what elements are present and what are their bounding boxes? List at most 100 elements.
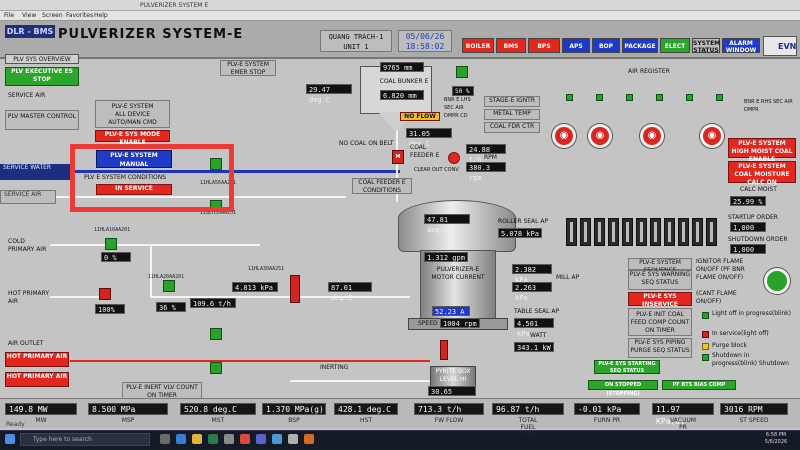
hot-air-valve[interactable] bbox=[99, 288, 111, 300]
metal-temp-button[interactable]: METAL TEMP bbox=[484, 109, 540, 120]
piping-purge-box[interactable]: PLV-E SYS PIPING PURGE SEQ STATUS bbox=[628, 338, 692, 358]
app-icon-6[interactable] bbox=[288, 434, 298, 444]
service-water-valve[interactable] bbox=[210, 158, 222, 170]
bunker-flow-temp: 31.05 deg.C bbox=[406, 128, 452, 148]
burner-e4[interactable]: E4◉ bbox=[700, 124, 724, 148]
register-damper-6[interactable] bbox=[716, 94, 723, 101]
valve-tag-3: 11HLA10AA201 bbox=[94, 227, 131, 233]
feed-timer-box[interactable]: PLV-E INIT COAL FEED COMP COUNT ON TIMER bbox=[628, 308, 692, 336]
nav-alarm-window-button[interactable]: ALARM WINDOW bbox=[722, 38, 760, 54]
app-icon-5[interactable] bbox=[272, 434, 282, 444]
nav-bms-button[interactable]: BMS bbox=[496, 38, 526, 53]
register-damper-2[interactable] bbox=[596, 94, 603, 101]
feeder-motor[interactable]: M bbox=[392, 150, 404, 164]
primary-air-damper[interactable] bbox=[290, 275, 300, 303]
register-damper-3[interactable] bbox=[626, 94, 633, 101]
app-icon-4[interactable] bbox=[256, 434, 266, 444]
pyrite-gate[interactable] bbox=[440, 340, 448, 360]
mill-dp-2-value: 2.263 kPa bbox=[512, 282, 552, 302]
warning-seq-box[interactable]: PLV-E SYS WARNING SEQ STATUS bbox=[628, 270, 692, 290]
coal-feeder-ctr-button[interactable]: COAL FDR CTR bbox=[484, 122, 540, 133]
bottom-value-total-fuel-flow: 96.87 t/h bbox=[492, 403, 564, 415]
bottom-value-bsp: 1.370 MPa(g) bbox=[262, 403, 326, 415]
starting-seq-status[interactable]: PLV-E SYS STARTING SEQ STATUS bbox=[594, 360, 660, 374]
bottom-caption-msp: MSP bbox=[121, 417, 135, 424]
explorer-icon[interactable] bbox=[192, 434, 202, 444]
app-icon-1[interactable] bbox=[208, 434, 218, 444]
app-icon-2[interactable] bbox=[224, 434, 234, 444]
menu-screen[interactable]: Screen bbox=[42, 12, 63, 19]
menu-help[interactable]: Help bbox=[94, 12, 108, 19]
cold-air-valve[interactable] bbox=[105, 238, 117, 250]
nav-boiler-button[interactable]: BOILER bbox=[462, 38, 494, 53]
burner-e3[interactable]: E3◉ bbox=[640, 124, 664, 148]
startup-order-label: STARTUP ORDER bbox=[728, 214, 778, 221]
menu-file[interactable]: File bbox=[4, 12, 15, 19]
executive-stop-button[interactable]: PLV EXECUTIVE ES STOP bbox=[5, 67, 79, 86]
register-damper-4[interactable] bbox=[656, 94, 663, 101]
high-moist-button[interactable]: PLV-E SYSTEM HIGH MOIST COAL ENABLE bbox=[728, 138, 796, 163]
hot-air-row-2[interactable]: HOT PRIMARY AIR bbox=[5, 372, 69, 387]
start-icon[interactable] bbox=[5, 434, 15, 444]
bottom-value-st-speed: 3016 RPM bbox=[720, 403, 788, 415]
nav-package-button[interactable]: PACKAGE bbox=[622, 38, 658, 53]
sys-mode-button[interactable]: PLV-E SYS MODE ENABLE bbox=[95, 130, 170, 146]
feeder-conditions-button[interactable]: COAL FEEDER E CONDITIONS bbox=[352, 178, 412, 194]
menu-view[interactable]: View bbox=[22, 12, 37, 19]
bunker-outlet-valve[interactable] bbox=[456, 66, 468, 78]
indicator-10 bbox=[692, 218, 703, 246]
feeder-rotor[interactable] bbox=[448, 152, 460, 164]
motor-current-value: 52.23 A bbox=[432, 306, 470, 316]
highlight-annotation bbox=[70, 144, 234, 212]
legend-shutdown: Shutdown in progress(blink) Shutdown bbox=[712, 352, 789, 367]
taskbar-clock[interactable]: 6:58 PM 5/6/2026 bbox=[756, 432, 796, 446]
app-icon-3[interactable] bbox=[240, 434, 250, 444]
register-damper-5[interactable] bbox=[686, 94, 693, 101]
burner-e1[interactable]: E1◉ bbox=[552, 124, 576, 148]
hot-air-label: HOT PRIMARY AIR bbox=[8, 290, 50, 305]
nav-bps-button[interactable]: BPS bbox=[528, 38, 560, 53]
system-conditions-label: PLV E SYSTEM CONDITIONS bbox=[84, 174, 167, 181]
moisture-calc-button[interactable]: PLV-E SYSTEM COAL MOISTURE CALC ON bbox=[728, 161, 796, 186]
taskbar-search[interactable]: Type here to search bbox=[20, 433, 150, 446]
mixing-damper[interactable] bbox=[163, 280, 175, 292]
device-panel[interactable]: PLV-E SYSTEM ALL DEVICE AUTO/MAN CMD bbox=[95, 100, 170, 128]
inert-valve-2[interactable] bbox=[210, 362, 222, 374]
bottom-caption-hst: HST bbox=[360, 417, 372, 424]
hot-air-row-1[interactable]: HOT PRIMARY AIR bbox=[5, 352, 69, 367]
inerting-label: INERTING bbox=[320, 364, 349, 371]
nav-bop-button[interactable]: BOP bbox=[592, 38, 620, 53]
inert-valve-1[interactable] bbox=[210, 328, 222, 340]
menu-favorites[interactable]: Favorites bbox=[66, 12, 94, 19]
overview-button[interactable]: PLV SYS OVERVIEW bbox=[5, 54, 79, 64]
table-seal-label: TABLE SEAL AP bbox=[514, 308, 560, 315]
no-coal-label: NO COAL ON BELT bbox=[339, 140, 394, 147]
bottom-value-furn-pr: -0.01 kPa bbox=[574, 403, 640, 415]
nav-aps-button[interactable]: APS bbox=[562, 38, 590, 53]
mill-motor-label: PULVERIZER-E MOTOR CURRENT bbox=[428, 266, 488, 284]
nav-system-status-button[interactable]: SYSTEM STATUS bbox=[692, 38, 721, 54]
app-icon-7[interactable] bbox=[304, 434, 314, 444]
master-control-box[interactable]: PLV MASTER CONTROL bbox=[5, 110, 79, 130]
time-readout: 18:58:02 bbox=[405, 42, 445, 51]
edge-icon[interactable] bbox=[176, 434, 186, 444]
pf-bias-status: PF BTS BIAS COMP bbox=[662, 380, 736, 390]
burner-e2[interactable]: E2◉ bbox=[588, 124, 612, 148]
nav-elect-button[interactable]: ELECT bbox=[660, 38, 690, 53]
sequence-button[interactable]: PLV-E SYSTEM SEQUENCE bbox=[628, 258, 692, 274]
menu-bar: File View Screen Favorites Help bbox=[0, 11, 800, 21]
system-mode-indicator[interactable]: PLV-E SYSTEM MANUAL bbox=[96, 150, 172, 168]
system-mode-label: PLV-E SYSTEM bbox=[110, 152, 158, 159]
service-air-2-label: SERVICE AIR bbox=[0, 190, 56, 204]
in-service-button[interactable]: IN SERVICE bbox=[96, 184, 172, 195]
rpm-label: RPM bbox=[484, 154, 497, 161]
stage-ignitor-button[interactable]: STAGE-E IGNTR bbox=[484, 96, 540, 107]
hot-air-damper-value: 100% bbox=[95, 304, 125, 314]
emergency-stop-box[interactable]: PLV-E SYSTEM EMER STOP bbox=[220, 60, 276, 76]
primary-air-pressure-value: 4.813 kPa bbox=[232, 282, 278, 292]
air-register-label: AIR REGISTER bbox=[628, 68, 670, 75]
coal-moisture-label: CALC MOIST bbox=[740, 186, 777, 193]
inservice-button[interactable]: PLV-E SYS INSERVICE bbox=[628, 292, 692, 308]
register-damper-1[interactable] bbox=[566, 94, 573, 101]
task-view-icon[interactable] bbox=[160, 434, 170, 444]
